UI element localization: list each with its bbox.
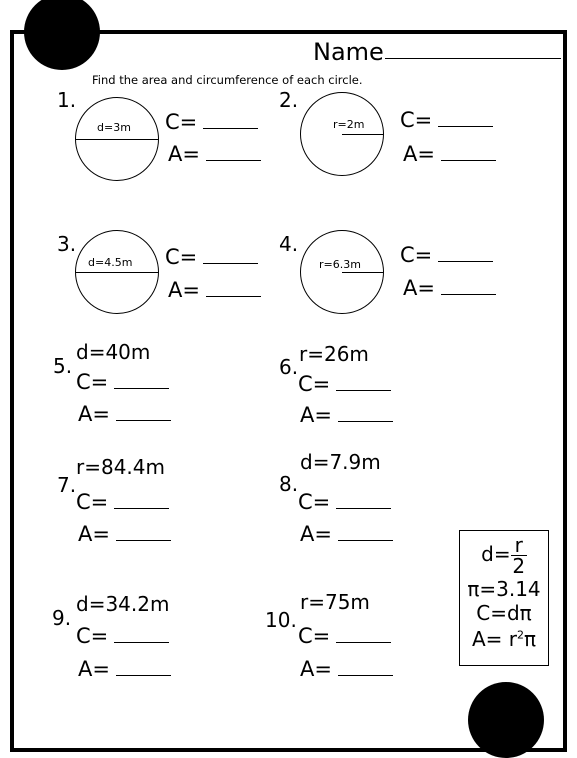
problem-number: 8. bbox=[279, 472, 299, 496]
radius-line bbox=[342, 134, 383, 135]
area-answer: A= bbox=[168, 278, 261, 302]
circumference-answer: C= bbox=[298, 372, 392, 396]
name-field[interactable] bbox=[385, 58, 561, 59]
circumference-answer: C= bbox=[400, 243, 494, 267]
answer-blank[interactable] bbox=[336, 389, 392, 391]
instructions: Find the area and circumference of each … bbox=[92, 73, 363, 87]
given-measure: d=40m bbox=[76, 340, 151, 364]
answer-blank[interactable] bbox=[203, 262, 259, 264]
diameter-line bbox=[76, 139, 158, 140]
problem-number: 10. bbox=[265, 608, 297, 632]
answer-blank[interactable] bbox=[336, 641, 392, 643]
answer-blank[interactable] bbox=[337, 674, 393, 676]
answer-blank[interactable] bbox=[114, 641, 170, 643]
problem-number: 3. bbox=[57, 232, 77, 256]
answer-blank[interactable] bbox=[203, 127, 259, 129]
circle-measure-label: d=4.5m bbox=[88, 256, 133, 269]
problem-number: 7. bbox=[57, 473, 77, 497]
circumference-formula: C=dπ bbox=[476, 601, 532, 625]
problem-number: 9. bbox=[52, 606, 72, 630]
answer-blank[interactable] bbox=[337, 420, 393, 422]
answer-blank[interactable] bbox=[336, 507, 392, 509]
answer-blank[interactable] bbox=[115, 419, 171, 421]
circle-measure-label: d=3m bbox=[97, 121, 131, 134]
problem-number: 2. bbox=[279, 88, 299, 112]
name-label: Name bbox=[313, 38, 384, 66]
circle-diagram: d=3m bbox=[75, 97, 159, 181]
circumference-answer: C= bbox=[165, 245, 259, 269]
area-answer: A= bbox=[78, 402, 171, 426]
answer-blank[interactable] bbox=[440, 293, 496, 295]
area-formula: A= r2π bbox=[471, 627, 537, 651]
circumference-answer: C= bbox=[298, 624, 392, 648]
circle-diagram: r=6.3m bbox=[300, 230, 384, 314]
circumference-answer: C= bbox=[400, 108, 494, 132]
circle-diagram: d=4.5m bbox=[75, 230, 159, 314]
circumference-answer: C= bbox=[165, 110, 259, 134]
area-answer: A= bbox=[78, 657, 171, 681]
pi-value: π=3.14 bbox=[467, 577, 541, 601]
answer-blank[interactable] bbox=[205, 295, 261, 297]
diameter-line bbox=[76, 272, 158, 273]
circle-measure-label: r=6.3m bbox=[319, 258, 361, 271]
area-answer: A= bbox=[300, 522, 393, 546]
circumference-answer: C= bbox=[76, 624, 170, 648]
given-measure: r=75m bbox=[300, 590, 370, 614]
circumference-answer: C= bbox=[76, 370, 170, 394]
answer-blank[interactable] bbox=[205, 159, 261, 161]
circumference-answer: C= bbox=[298, 490, 392, 514]
problem-number: 1. bbox=[57, 88, 77, 112]
decorative-dot-top-left bbox=[24, 0, 100, 70]
problem-number: 5. bbox=[53, 354, 73, 378]
answer-blank[interactable] bbox=[337, 539, 393, 541]
circle-measure-label: r=2m bbox=[333, 118, 365, 131]
area-answer: A= bbox=[300, 403, 393, 427]
answer-blank[interactable] bbox=[440, 159, 496, 161]
area-answer: A= bbox=[168, 142, 261, 166]
decorative-dot-bottom-right bbox=[468, 682, 544, 758]
answer-blank[interactable] bbox=[438, 260, 494, 262]
answer-blank[interactable] bbox=[438, 125, 494, 127]
page-border bbox=[10, 30, 567, 752]
answer-blank[interactable] bbox=[115, 539, 171, 541]
area-answer: A= bbox=[78, 522, 171, 546]
answer-blank[interactable] bbox=[114, 507, 170, 509]
answer-blank[interactable] bbox=[114, 387, 170, 389]
given-measure: d=34.2m bbox=[76, 592, 170, 616]
problem-number: 4. bbox=[279, 232, 299, 256]
circle-diagram: r=2m bbox=[300, 92, 384, 176]
problem-number: 6. bbox=[279, 355, 299, 379]
area-answer: A= bbox=[403, 276, 496, 300]
given-measure: d=7.9m bbox=[300, 450, 381, 474]
answer-blank[interactable] bbox=[115, 674, 171, 676]
given-measure: r=26m bbox=[299, 342, 369, 366]
area-answer: A= bbox=[403, 142, 496, 166]
radius-line bbox=[342, 272, 383, 273]
circumference-answer: C= bbox=[76, 490, 170, 514]
area-answer: A= bbox=[300, 657, 393, 681]
given-measure: r=84.4m bbox=[76, 455, 165, 479]
